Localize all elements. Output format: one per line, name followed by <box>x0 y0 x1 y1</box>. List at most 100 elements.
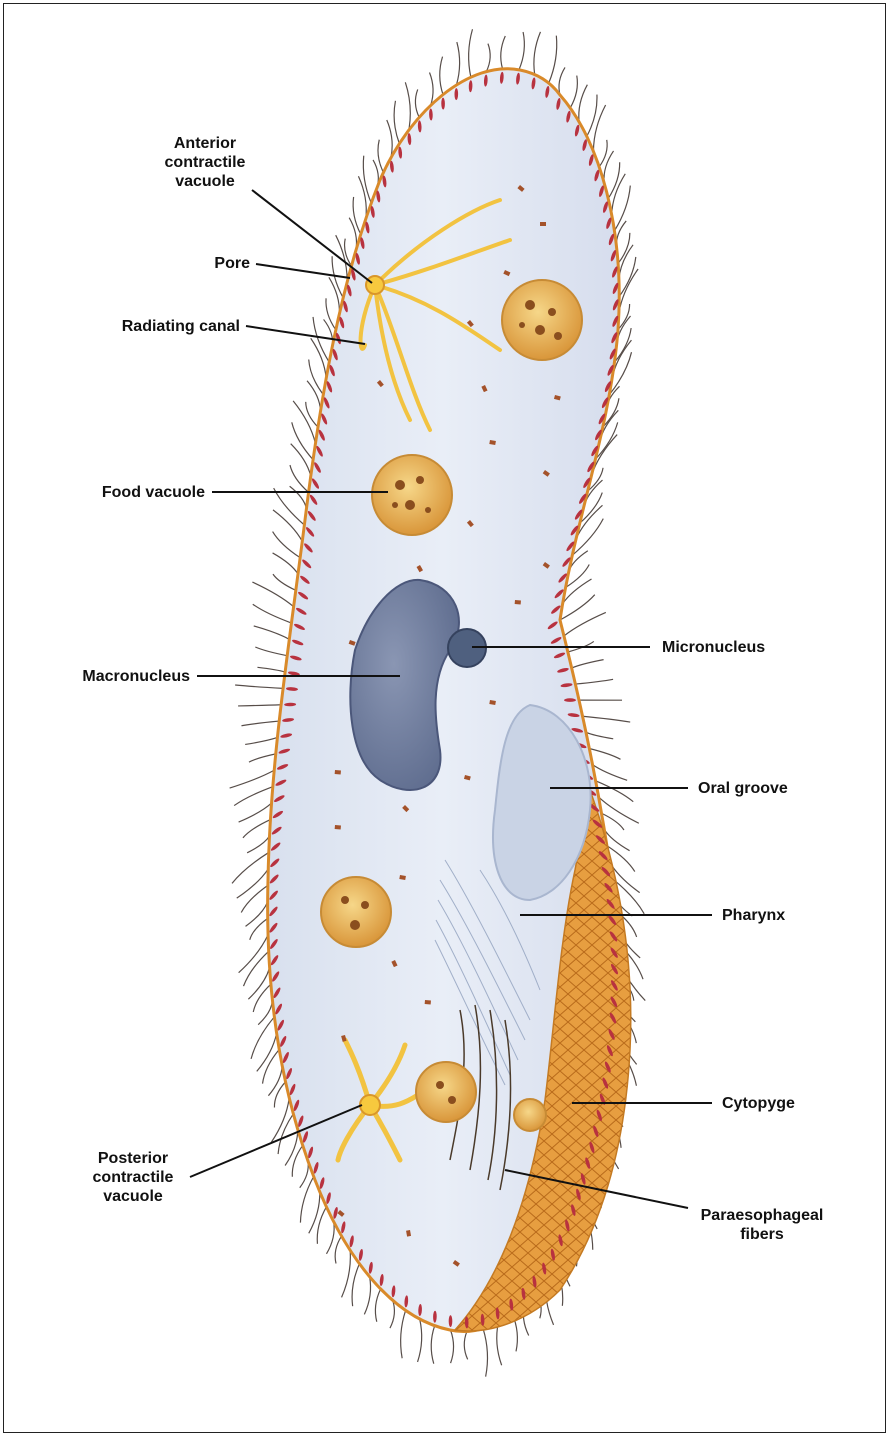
cilium <box>501 36 506 69</box>
trichocyst <box>449 1315 453 1327</box>
cilium <box>293 401 315 444</box>
cilium <box>579 85 588 122</box>
cilium <box>273 532 301 558</box>
cilium <box>290 486 307 508</box>
cilium <box>243 820 270 838</box>
cilium <box>234 787 273 806</box>
cilium <box>241 721 279 726</box>
label-radiating-canal: Radiating canal <box>60 317 240 336</box>
granule <box>425 1000 431 1005</box>
cilium <box>549 36 557 83</box>
cilium <box>596 781 634 802</box>
cilium <box>243 951 268 986</box>
cilium <box>390 1300 394 1328</box>
cilium <box>274 488 305 525</box>
label-cytopyge: Cytopyge <box>722 1094 842 1113</box>
cilium <box>440 57 443 95</box>
cilium <box>394 101 399 144</box>
label-food-vacuole: Food vacuole <box>50 483 205 502</box>
cilium <box>254 626 290 639</box>
cilium <box>311 338 326 378</box>
cilium <box>352 1264 359 1306</box>
granule <box>515 600 521 605</box>
cilium <box>418 1319 422 1362</box>
cilium <box>235 685 283 688</box>
label-oral-groove: Oral groove <box>698 779 848 798</box>
label-paraesophageal-fibers: Paraesophageal fibers <box>682 1206 842 1244</box>
granule <box>335 825 341 830</box>
cilium <box>431 1326 434 1364</box>
cilium <box>326 1222 334 1254</box>
cilium <box>534 32 541 75</box>
cilium <box>430 72 434 105</box>
label-macronucleus: Macronucleus <box>30 667 190 686</box>
cilium <box>239 935 268 973</box>
cilium <box>483 1329 487 1377</box>
label-posterior-contractile-vacuole: Posterior contractile vacuole <box>78 1149 188 1206</box>
cilium <box>405 82 410 130</box>
cilium <box>245 737 277 744</box>
cilium <box>247 836 269 853</box>
anterior-contractile-vacuole-shape <box>366 276 384 294</box>
cilium <box>619 269 638 313</box>
cilium <box>239 803 272 822</box>
cilium <box>230 770 275 788</box>
label-pore: Pore <box>150 254 250 273</box>
cilium <box>559 67 565 95</box>
label-micronucleus: Micronucleus <box>662 638 812 657</box>
cilium <box>300 1161 309 1188</box>
cilium <box>255 647 287 656</box>
cilium <box>238 705 281 706</box>
cilium <box>257 667 285 672</box>
cilium <box>253 604 292 623</box>
granule <box>540 222 546 226</box>
cilium <box>248 968 269 1000</box>
granule <box>335 770 341 775</box>
cilium <box>342 1250 351 1297</box>
cilium <box>387 120 392 158</box>
cilium <box>375 1289 380 1322</box>
cilium <box>589 748 620 759</box>
cilium <box>464 1331 467 1359</box>
cilium <box>263 1049 280 1083</box>
cilium <box>586 732 613 738</box>
posterior-contractile-vacuole-shape <box>360 1095 380 1115</box>
cilium <box>583 716 631 722</box>
cilium <box>456 42 459 85</box>
cilium <box>608 162 619 198</box>
label-anterior-contractile-vacuole: Anterior contractile vacuole <box>150 134 260 191</box>
cilium <box>560 595 595 620</box>
cilium <box>575 679 613 684</box>
cilium <box>249 754 276 762</box>
cilium <box>317 1207 326 1244</box>
cilium <box>614 186 630 231</box>
cilium <box>572 660 604 668</box>
cilium <box>364 1277 370 1315</box>
cilium <box>415 89 419 117</box>
cilium <box>309 359 324 394</box>
label-pharynx: Pharynx <box>722 906 842 925</box>
cilium <box>273 553 298 574</box>
cilium <box>612 174 626 215</box>
cilium <box>335 1236 341 1263</box>
cilium <box>273 510 302 541</box>
cilium <box>451 1330 454 1363</box>
cilium <box>307 381 320 411</box>
cilium <box>519 32 524 70</box>
cilium <box>268 1066 282 1096</box>
cilium <box>497 1322 502 1365</box>
cilium <box>251 1017 274 1059</box>
cilium <box>232 852 269 883</box>
cilium <box>246 902 268 926</box>
cilium <box>564 612 606 636</box>
cilium <box>253 984 271 1012</box>
cilium <box>486 44 490 72</box>
cilium <box>599 140 607 167</box>
cilium <box>273 574 296 590</box>
cilium <box>291 444 311 476</box>
trichocyst <box>564 698 576 702</box>
cilium <box>329 277 340 314</box>
cilium <box>401 1310 406 1358</box>
cilium <box>378 140 383 173</box>
cilium <box>593 765 628 781</box>
